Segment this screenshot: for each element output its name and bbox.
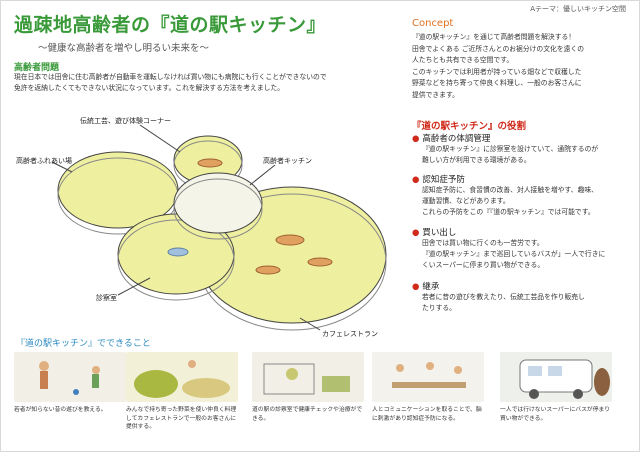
sketch-image [500,352,612,402]
table-icon [275,234,305,246]
role-title: 高齢者の体調管理 [422,134,491,144]
role-line: 『道の駅キッチン』に診察室を設けていて、通院するのが [422,145,599,153]
role-line: 難しい方が利用できる環境がある。 [422,156,531,164]
concept-line: 野菜などを持ち寄って仲良く料理し、一般のお客さんに [412,79,582,87]
role-line: 運動習慣、などがあります。 [422,197,510,205]
theme-label: Aテーマ：優しいキッチン空間 [530,5,626,13]
role-line: たりする。 [422,304,456,312]
role-line: 認知症予防に、食習慣の改善、対人接触を増やす、趣味、 [422,186,598,194]
role-title: 認知症予防 [422,175,465,185]
label-clinic: 診察室 [96,294,117,302]
role-health: ●高齢者の体調管理 『道の駅キッチン』に診察室を設けていて、通院するのが 難しい… [412,132,632,166]
label-kitchen: 高齢者キッチン [263,157,312,165]
bullet-icon: ● [412,282,420,292]
table-icon [255,265,281,275]
role-title: 継承 [422,282,440,292]
concept-heading: Concept [412,18,454,29]
problem-line: 現在日本では田舎に住む高齢者が自動車を運転しなければ買い物にも病院にも行くことが… [14,73,327,81]
caption: 若者が知らない昔の遊びを教える。 [14,407,107,413]
problem-text: 現在日本では田舎に住む高齢者が自動車を運転しなければ買い物にも病院にも行くことが… [14,72,389,94]
caption: みんなで持ち寄った野菜を使い仲良く料理してカフェレストランで一般のお客さんに提供… [126,407,237,430]
table-icon [197,158,223,168]
sketch-image [372,352,484,402]
problem-line: 免許を返納したくてもできない状況になっています。これを解決する方法を考えました。 [14,84,285,92]
role-line: 田舎では買い物に行くのも一苦労です。 [422,239,544,247]
concept-text: 『道の駅キッチン』を通じて高齢者問題を解決する！ 田舎でよくある ご近所さんとの… [412,32,627,101]
roles-heading: 『道の駅キッチン』の役割 [412,121,527,132]
role-line: 『道の駅キッチン』まで巡回しているバスが」一人で行きに [422,250,606,258]
sketch-image [252,352,364,402]
kitchen-area [173,172,263,234]
label-crafts: 伝統工芸、遊び体験コーナー [80,117,171,125]
role-dementia: ●認知症予防 認知症予防に、食習慣の改善、対人接触を増やす、趣味、 運動習慣、な… [412,173,632,218]
bullet-icon: ● [412,175,420,185]
bed-icon [167,247,189,257]
role-shopping: ●買い出し 田舎では買い物に行くのも一苦労です。 『道の駅キッチン』まで巡回して… [412,226,632,271]
table-icon [307,257,333,267]
role-title: 買い出し [422,228,457,238]
caption: 一人では行けないスーパーにバスが停まり買い物ができる。 [500,407,611,422]
concept-line: 提供できます。 [412,90,459,99]
role-heritage: ●継承 若者に昔の遊びを教えたり、伝統工芸品を作り販売し たりする。 [412,280,632,314]
concept-line: このキッチンでは利用者が持っている畑などで収穫した [412,67,582,76]
concept-line: 『道の駅キッチン』を通じて高齢者問題を解決する！ [412,33,576,41]
can-do-heading: 『道の駅キッチン』でできること [16,339,151,349]
page-subtitle: ～健康な高齢者を増やし明るい未来を～ [38,43,210,54]
caption: 道の駅の診察室で健康チェックや治療ができる。 [252,407,363,422]
page-title: 過疎地高齢者の『道の駅キッチン』 [14,14,327,36]
caption: 人とコミュニケーションを取ることで、脳に刺激があり認知症予防になる。 [372,407,482,422]
role-line: くいスーパーに停まり買い物ができる。 [422,261,545,269]
bullet-icon: ● [412,134,420,144]
role-line: 若者に昔の遊びを教えたり、伝統工芸品を作り販売し [422,293,585,301]
sketch-image [126,352,238,402]
concept-line: 人たちとも共有できる空間です。 [412,56,514,64]
label-cafe: カフェレストラン [322,330,378,338]
label-elderly: 高齢者ふれあい場 [16,157,72,165]
role-line: これらの予防をこの『『道の駅キッチン』では可能です。 [422,208,595,216]
sketch-image [14,352,126,402]
bullet-icon: ● [412,228,420,238]
problem-heading: 高齢者問題 [14,63,60,73]
concept-line: 田舎でよくある ご近所さんとのお裾分けの文化を遠くの [412,44,585,53]
